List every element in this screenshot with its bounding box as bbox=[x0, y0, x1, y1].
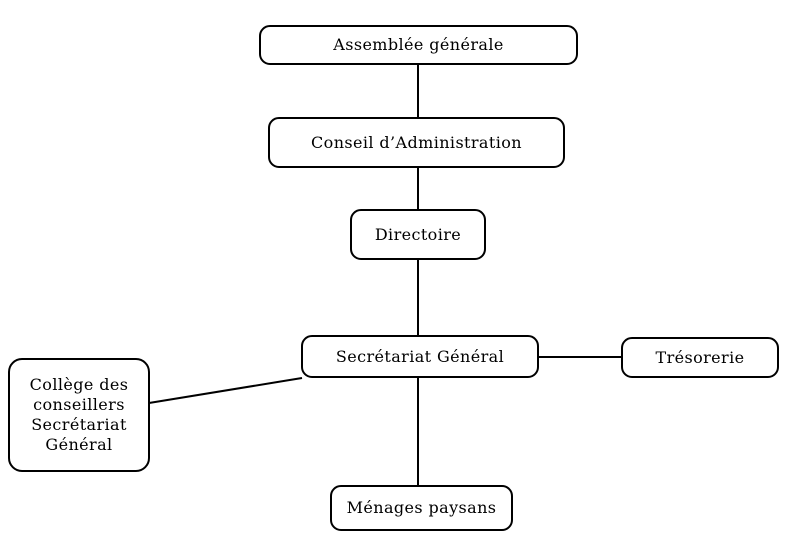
node-label-assemblee-generale: Assemblée générale bbox=[333, 35, 504, 54]
node-menages-paysans: Ménages paysans bbox=[330, 485, 513, 531]
node-label-directoire: Directoire bbox=[374, 224, 462, 244]
node-label-conseil-administration: Conseil d’Administration bbox=[311, 132, 522, 152]
node-label-tresorerie: Trésorerie bbox=[655, 347, 745, 367]
node-label-menages-paysans: Ménages paysans bbox=[346, 498, 497, 517]
node-assemblee-generale: Assemblée générale bbox=[259, 25, 578, 65]
node-label-college-conseillers: Collège des conseillers Secrétariat Géné… bbox=[29, 375, 129, 454]
node-college-conseillers: Collège des conseillers Secrétariat Géné… bbox=[8, 358, 150, 472]
node-secretariat-general: Secrétariat Général bbox=[301, 335, 539, 378]
node-conseil-administration: Conseil d’Administration bbox=[268, 117, 565, 168]
node-tresorerie: Trésorerie bbox=[621, 337, 779, 378]
node-directoire: Directoire bbox=[350, 209, 486, 260]
node-label-secretariat-general: Secrétariat Général bbox=[335, 346, 505, 366]
edge-college-secretariat bbox=[148, 377, 303, 404]
